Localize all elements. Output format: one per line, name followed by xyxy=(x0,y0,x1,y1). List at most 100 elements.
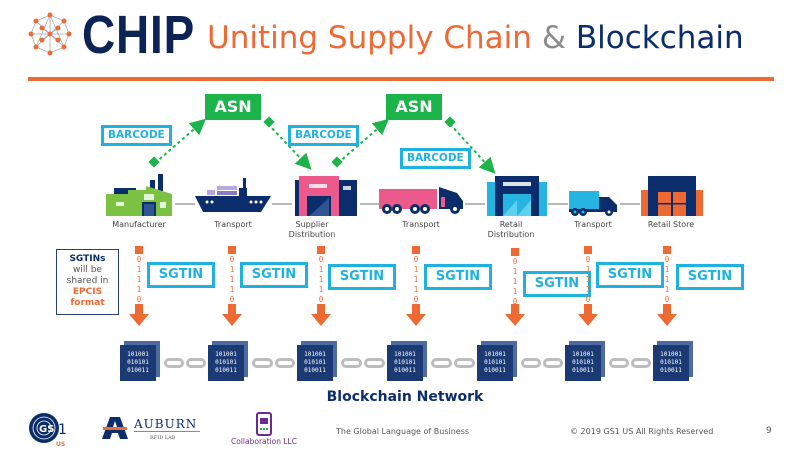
block-data-line: 010101 xyxy=(394,359,416,366)
auburn-rule xyxy=(134,431,200,432)
stage-label-supplier-distribution: Supplier Distribution xyxy=(288,220,336,239)
chain-link-icon xyxy=(454,358,475,368)
barcode-badge: BARCODE xyxy=(101,125,172,146)
block-data-line: 010101 xyxy=(127,359,149,366)
binary-digit: 1 xyxy=(585,285,591,294)
stage-connector xyxy=(620,203,640,205)
binary-digit: 1 xyxy=(512,277,518,286)
binary-digit: 0 xyxy=(318,295,324,304)
binary-digit: 0 xyxy=(585,255,591,264)
gs1-text: GS xyxy=(39,424,54,435)
block-data-line: 101001 xyxy=(660,351,682,358)
binary-digit: 0 xyxy=(585,295,591,304)
binary-digit: 0 xyxy=(413,255,419,264)
collaboration-llc-logo: Collaboration LLC xyxy=(224,412,304,448)
gs1-one: 1 xyxy=(58,422,67,438)
rfid-tag-marker xyxy=(663,246,671,254)
rfid-tag-marker xyxy=(412,246,420,254)
arrow-asn-to-retail xyxy=(449,123,496,174)
barcode-badge: BARCODE xyxy=(288,125,359,146)
auburn-name: AUBURN xyxy=(134,417,198,431)
binary-digit: 1 xyxy=(318,285,324,294)
stage-connector xyxy=(175,203,195,205)
network-globe-icon xyxy=(28,12,72,56)
down-arrow-icon xyxy=(657,304,677,330)
chain-link-icon xyxy=(164,358,184,368)
binary-digit: 1 xyxy=(229,265,235,274)
down-arrow-icon xyxy=(311,304,331,330)
binary-digit: 1 xyxy=(664,275,670,284)
binary-digit: 1 xyxy=(512,287,518,296)
binary-digit: 1 xyxy=(413,265,419,274)
block-data-line: 010011 xyxy=(660,367,682,374)
sgtin-badge: SGTIN xyxy=(523,271,591,297)
block-data-line: 010101 xyxy=(484,359,506,366)
ship-icon xyxy=(195,178,271,212)
down-arrow-icon xyxy=(578,304,598,330)
binary-digit: 1 xyxy=(664,265,670,274)
rfid-tag-marker xyxy=(584,246,592,254)
chain-link-icon xyxy=(609,358,629,368)
note-line: shared in xyxy=(66,276,109,286)
title-blockchain: Blockchain xyxy=(575,20,744,56)
stage-label-transport: Transport xyxy=(214,220,252,229)
rfid-tag-marker xyxy=(511,248,519,256)
binary-digit: 1 xyxy=(136,265,142,274)
blockchain-network-label: Blockchain Network xyxy=(326,389,484,405)
binary-digit: 1 xyxy=(664,285,670,294)
delivery-truck-icon xyxy=(569,191,617,216)
sgtin-badge: SGTIN xyxy=(328,264,396,290)
semi-truck-icon xyxy=(379,187,463,214)
binary-digit: 0 xyxy=(664,295,670,304)
brand-name: CHIP xyxy=(82,5,196,65)
binary-digit: 1 xyxy=(229,275,235,284)
chain-link-icon xyxy=(341,358,362,368)
stage-connector xyxy=(465,203,485,205)
block-data-line: 010011 xyxy=(127,367,149,374)
diamond-marker xyxy=(444,116,456,128)
rfid-tag-marker xyxy=(317,246,325,254)
stage-label-manufacturer: Manufacturer xyxy=(112,220,166,229)
block-data-line: 010101 xyxy=(660,359,682,366)
sgtin-badge: SGTIN xyxy=(147,262,215,288)
down-arrow-icon xyxy=(406,304,426,330)
down-arrow-icon xyxy=(222,304,242,330)
block-data-line: 101001 xyxy=(127,351,149,358)
block-data-line: 010101 xyxy=(304,359,326,366)
block-data-line: 010101 xyxy=(572,359,594,366)
stage-label-retail-store: Retail Store xyxy=(647,220,695,229)
title-ampersand: & xyxy=(541,20,566,56)
block-data-line: 010101 xyxy=(215,359,237,366)
binary-digit: 0 xyxy=(413,295,419,304)
block-data-line: 101001 xyxy=(215,351,237,358)
block-data-line: 010011 xyxy=(215,367,237,374)
rfid-tag-marker xyxy=(135,246,143,254)
arrow-supplier-to-asn xyxy=(337,118,390,164)
block-data-line: 010011 xyxy=(484,367,506,374)
diamond-marker xyxy=(331,156,343,168)
chain-link-icon xyxy=(274,358,295,368)
mobile-cart-icon xyxy=(256,412,272,436)
binary-digit: 0 xyxy=(229,295,235,304)
sgtin-badge: SGTIN xyxy=(676,264,744,290)
store-icon xyxy=(641,176,703,216)
binary-digit: 0 xyxy=(318,255,324,264)
block-data-line: 101001 xyxy=(572,351,594,358)
factory-icon xyxy=(106,174,172,216)
warehouse-icon xyxy=(295,176,357,216)
chain-link-icon xyxy=(543,358,563,368)
chain-link-icon xyxy=(186,358,206,368)
note-line: will be xyxy=(73,265,102,275)
binary-digit: 0 xyxy=(229,255,235,264)
note-line: format xyxy=(70,298,105,308)
chain-link-icon xyxy=(431,358,452,368)
chain-link-icon xyxy=(364,358,385,368)
gs1-us: US xyxy=(56,441,65,448)
binary-digit: 1 xyxy=(318,275,324,284)
